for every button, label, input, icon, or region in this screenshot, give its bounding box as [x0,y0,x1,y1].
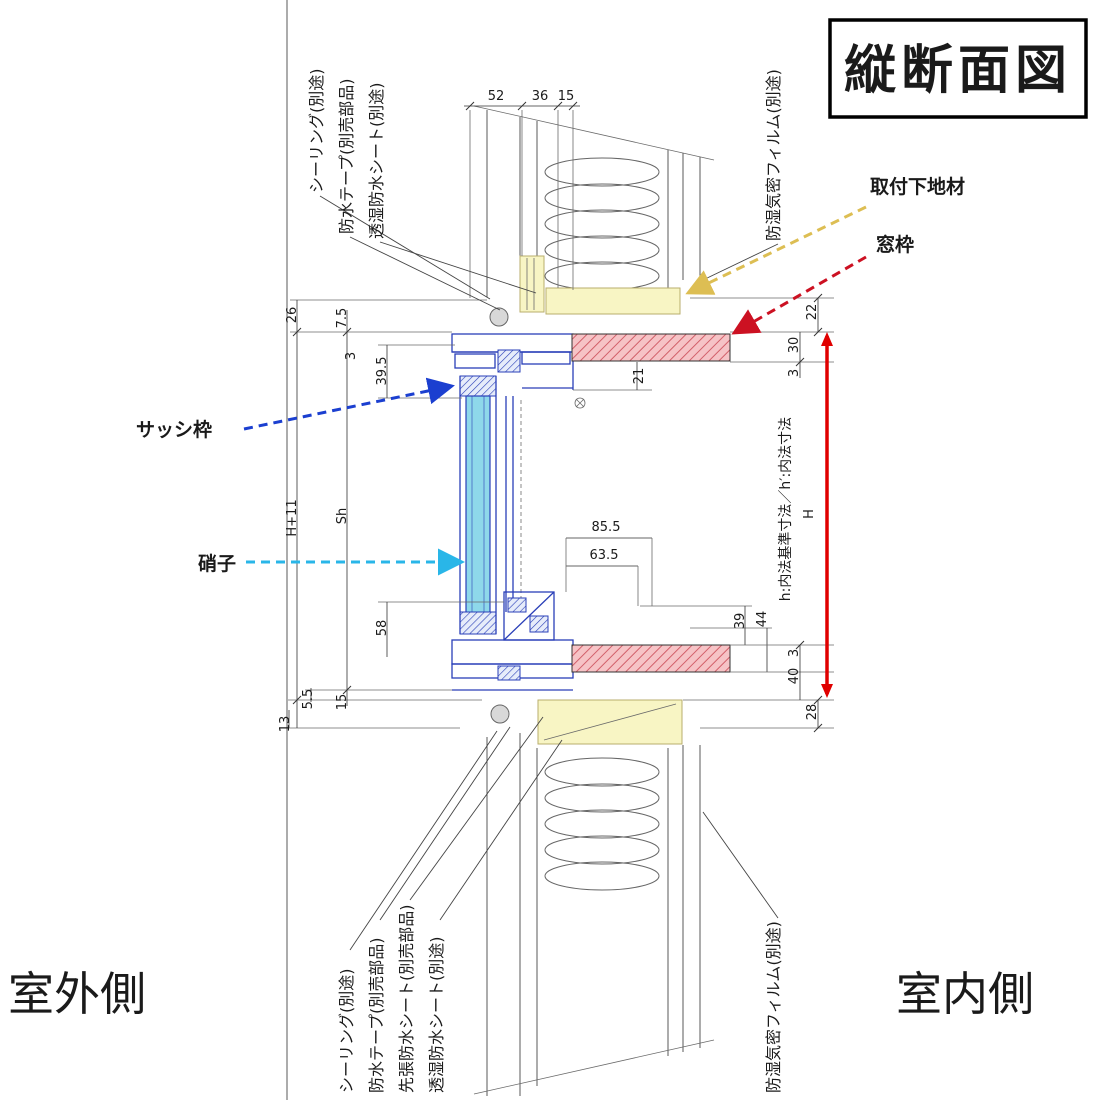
reference-mark [574,397,586,409]
callout-arrows [243,205,867,576]
leader-lines [319,195,779,951]
dimension-texts: 52 36 15 26 7.5 3 39.5 H+11 Sh 58 5.5 15… [278,89,820,732]
mounting-base-label: 取付下地材 [870,175,965,198]
dim-h: H [802,509,817,519]
sill-glazing-bead [497,665,521,681]
mounting-base-arrow [685,205,867,295]
dim-21: 21 [632,368,647,385]
dim-15-top: 15 [558,89,575,104]
sealing-backer-bottom [490,704,510,724]
window-frame-arrow [731,255,867,335]
sill-lock-block-a [507,597,527,613]
h-dimension-arrow [821,332,833,698]
dim-30: 30 [787,337,802,354]
head-glazing-bead [497,349,521,373]
window-frame-sill [571,644,731,673]
dim-3-left: 3 [344,352,359,360]
callout-labels: 取付下地材 窓枠 サッシ枠 硝子 [136,175,965,575]
dim-52: 52 [488,89,505,104]
dim-44: 44 [755,611,770,628]
window-frame-head [571,333,731,362]
dim-13: 13 [278,716,293,733]
glass-label: 硝子 [198,553,236,575]
sill-assembly [451,591,731,745]
window-frame-label: 窓枠 [876,233,914,256]
insulation-lower [544,757,660,891]
head-assembly [451,255,731,409]
dim-15-left: 15 [335,694,350,711]
glazing-cap-bottom [459,611,497,635]
label-waterproof-tape-bottom: 防水テープ(別売部品) [367,937,386,1093]
part-labels: シーリング(別途) 防水テープ(別売部品) 透湿防水シート(別途) 防湿気密フィ… [307,69,783,1094]
label-permeable-sheet-top: 透湿防水シート(別途) [367,83,386,240]
insulation-upper [544,157,660,291]
dim-36: 36 [532,89,549,104]
dim-sh: Sh [335,508,350,525]
page-title: 縦断面図 [844,41,1072,101]
outdoor-side-label: 室外側 [8,967,146,1021]
dim-63-5: 63.5 [590,548,619,563]
indoor-side-label: 室内側 [896,967,1034,1021]
dim-39-5: 39.5 [375,357,390,386]
dim-5-5: 5.5 [301,689,316,710]
dim-3-right-top: 3 [787,369,802,377]
sill-lock-block-b [529,615,549,633]
dim-22: 22 [805,304,820,321]
label-airtight-film-top: 防湿気密フィルム(別途) [764,69,783,241]
title-box: 縦断面図 [828,18,1088,119]
dim-3-right-bottom: 3 [787,649,802,657]
dim-7-5: 7.5 [335,308,350,329]
label-waterproof-tape-top: 防水テープ(別売部品) [337,78,356,234]
sash-frame-arrow [243,377,455,431]
sealing-backer-top [489,307,509,327]
dim-40: 40 [787,668,802,685]
dim-note: h:内法基準寸法／h′:内法寸法 [777,417,794,601]
sash-frame-label: サッシ枠 [136,418,212,441]
dimension-lines [286,101,834,733]
mounting-base-top [545,287,681,315]
label-sealing-top: シーリング(別途) [307,69,326,194]
label-permeable-sheet-bottom: 透湿防水シート(別途) [427,937,446,1094]
mounting-base-shim [519,255,545,313]
wall-upper [473,105,715,297]
wall-lower [473,733,715,1096]
dim-58: 58 [375,620,390,637]
glass-unit [459,375,522,635]
dim-h-plus-11: H+11 [285,499,300,536]
glass-pane [465,395,491,615]
dim-28: 28 [805,704,820,721]
dim-85-5: 85.5 [592,520,621,535]
label-pre-applied-sheet-bottom: 先張防水シート(別売部品) [397,905,416,1094]
label-sealing-bottom: シーリング(別途) [337,969,356,1094]
dim-26: 26 [285,307,300,324]
dim-39: 39 [733,613,748,630]
glazing-cap-top [459,375,497,397]
label-airtight-film-bottom: 防湿気密フィルム(別途) [764,921,783,1093]
